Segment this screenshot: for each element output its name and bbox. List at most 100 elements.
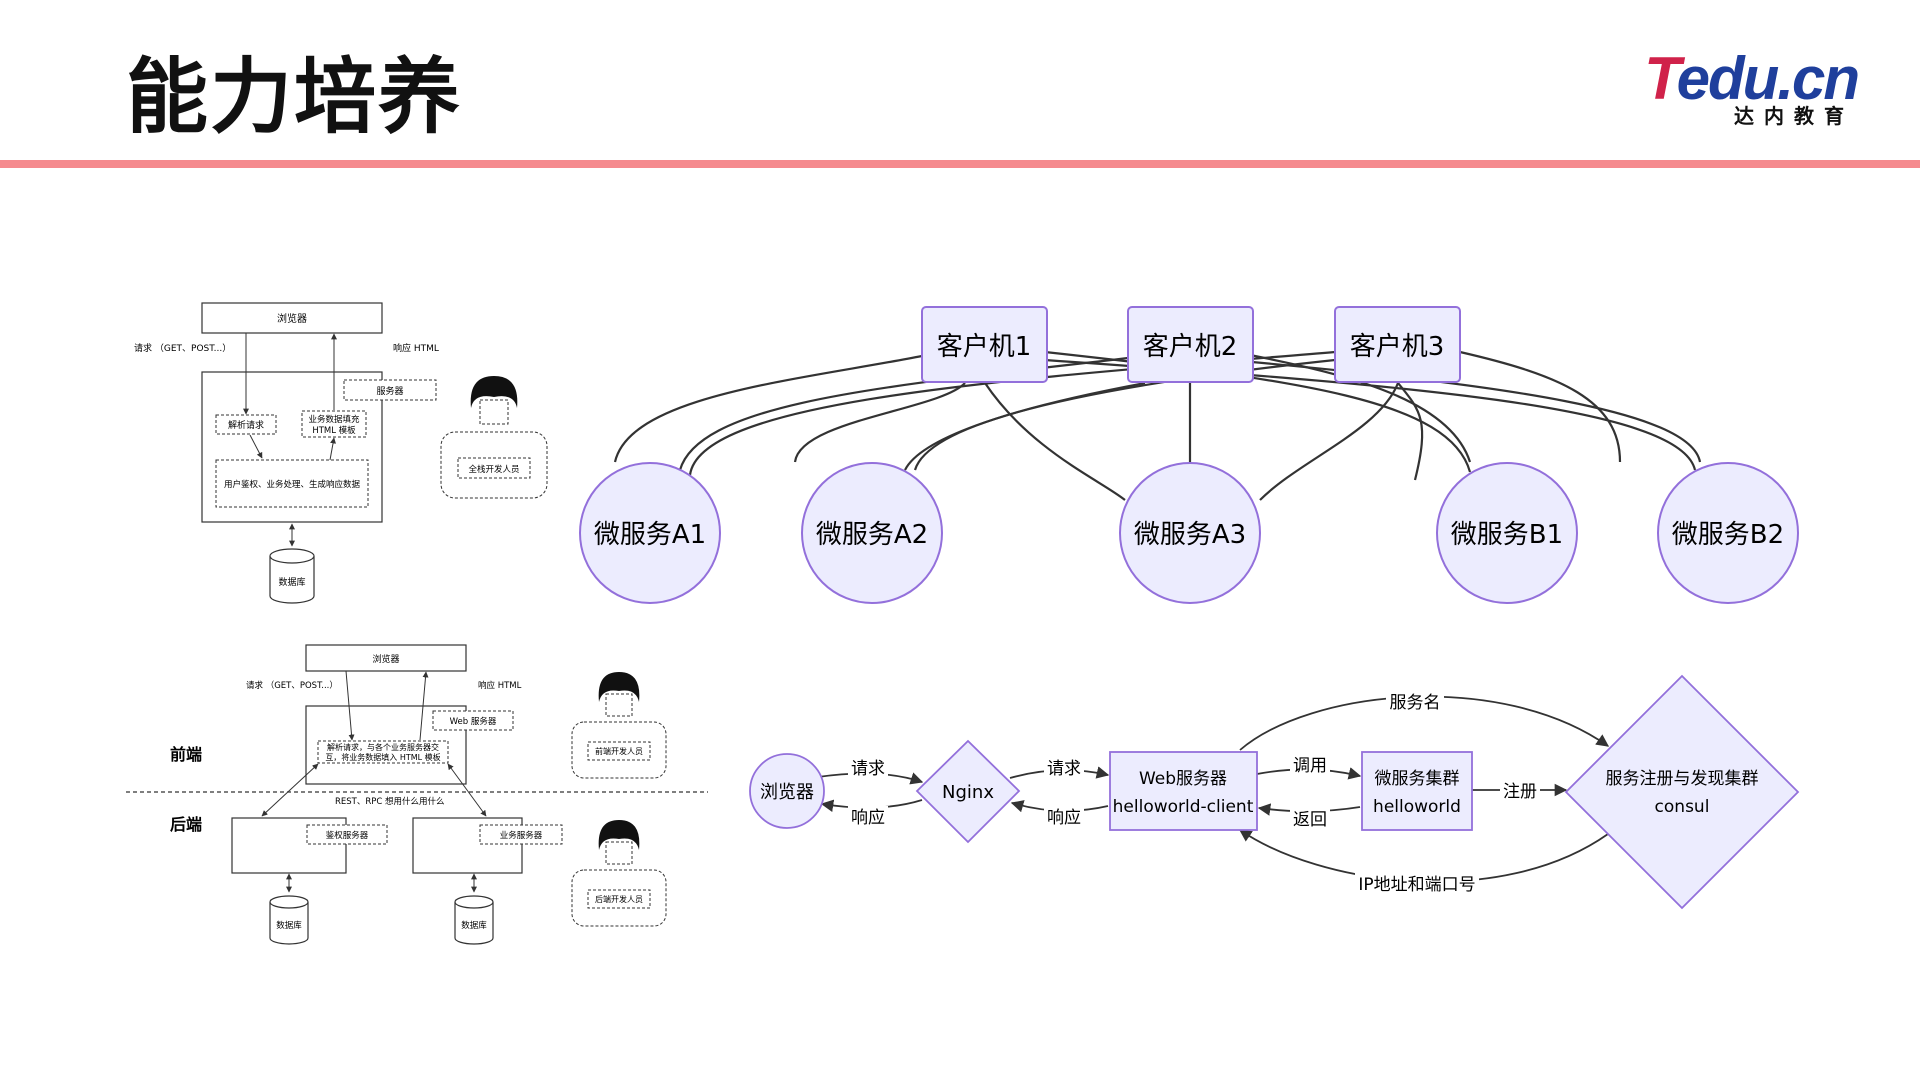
lb-database-icon-1 — [269, 895, 309, 945]
service-node-a1[interactable] — [579, 462, 721, 604]
flow-web-server-label-2: helloworld-client — [1113, 797, 1254, 817]
flow-nginx-node[interactable] — [915, 739, 1021, 844]
flow-consul-node[interactable] — [1564, 674, 1800, 910]
lt-server-label: 服务器 — [376, 385, 403, 397]
flow-nginx-label: Nginx — [942, 782, 994, 803]
lb-request-label: 请求 （GET、POST...） — [246, 680, 338, 691]
flow-label-call: 调用 — [1293, 756, 1327, 776]
mesh-edge-c2-b1 — [1249, 353, 1472, 463]
service-label-b2: 微服务B2 — [1672, 520, 1784, 550]
lt-developer-person-icon — [440, 376, 548, 499]
flow-cluster-label-2: helloworld — [1373, 797, 1461, 817]
lt-database-icon — [269, 548, 315, 604]
lb-db1-label: 数据库 — [276, 920, 302, 931]
service-node-b2[interactable] — [1657, 462, 1799, 604]
client-node-1[interactable] — [921, 306, 1048, 383]
client-microservice-mesh-diagram: 客户机1 客户机2 客户机3 微服务A1 微服务A2 微服务A3 微服务B1 微… — [579, 306, 1799, 604]
lt-parse-box — [215, 414, 277, 435]
flow-web-server-node[interactable] — [1109, 751, 1258, 831]
flow-label-request-2: 请求 — [1047, 759, 1081, 779]
lb-db2-label: 数据库 — [461, 920, 487, 931]
flow-browser-label: 浏览器 — [760, 782, 814, 803]
lb-auth-server-label: 鉴权服务器 — [326, 830, 369, 841]
service-label-a1: 微服务A1 — [594, 520, 706, 550]
logo-wordmark: Tedu.cn — [1644, 44, 1860, 113]
lt-browser-label: 浏览器 — [277, 312, 307, 325]
lt-fill-label-2: HTML 模板 — [312, 425, 356, 436]
lb-frontend-dev-label: 前端开发人员 — [595, 746, 643, 756]
mesh-edge-c1-a2 — [793, 382, 966, 463]
lt-process-box — [215, 459, 369, 508]
flow-label-register: 注册 — [1503, 782, 1537, 802]
tedu-logo: Tedu.cn 达内教育 — [1628, 44, 1860, 128]
lb-backend-label: 后端 — [170, 815, 202, 834]
client-label-2: 客户机2 — [1143, 332, 1238, 362]
lb-frontend-label: 前端 — [170, 745, 202, 764]
frontend-backend-architecture-diagram: 浏览器 请求 （GET、POST...） 响应 HTML Web 服务器 解析请… — [126, 644, 708, 945]
lt-fill-box — [301, 410, 367, 438]
lt-db-label: 数据库 — [278, 576, 305, 588]
flow-label-ip-port: IP地址和端口号 — [1358, 875, 1475, 895]
lb-biz-server-label: 业务服务器 — [500, 830, 543, 841]
lt-fill-label-1: 业务数据填充 — [308, 414, 360, 425]
lt-process-label: 用户鉴权、业务处理、生成响应数据 — [224, 479, 361, 490]
service-label-a3: 微服务A3 — [1134, 520, 1246, 550]
flow-label-response-1: 响应 — [851, 808, 885, 828]
lt-response-label: 响应 HTML — [393, 342, 439, 354]
lb-response-label: 响应 HTML — [478, 680, 522, 691]
client-label-3: 客户机3 — [1350, 332, 1445, 362]
service-label-b1: 微服务B1 — [1451, 520, 1563, 550]
lb-auth-server-tag — [306, 824, 388, 845]
service-node-a2[interactable] — [801, 462, 943, 604]
mesh-edge-c1-a1 — [613, 354, 923, 463]
lb-front-logic-label-1: 解析请求，与各个业务服务器交 — [327, 742, 439, 752]
lb-rest-label: REST、RPC 想用什么用什么 — [335, 796, 445, 807]
lb-frontend-dev-person-icon — [571, 672, 667, 779]
mesh-edge-c1-a3 — [984, 382, 1126, 501]
logo-letter-t: T — [1644, 45, 1678, 112]
mesh-edge-c3-b1 — [1397, 382, 1424, 481]
flow-label-service-name: 服务名 — [1390, 693, 1441, 713]
lb-biz-server-tag — [479, 824, 563, 845]
lt-request-label: 请求 （GET、POST...） — [134, 342, 231, 354]
lt-browser-box — [201, 302, 383, 334]
monolith-architecture-diagram: 浏览器 请求 （GET、POST...） 响应 HTML 服务器 解析请求 业务… — [134, 302, 548, 604]
mesh-edge-c2-b2 — [1251, 360, 1702, 463]
lt-parse-label: 解析请求 — [228, 419, 264, 431]
client-label-1: 客户机1 — [937, 332, 1032, 362]
lb-browser-box — [305, 644, 467, 672]
flow-label-request-1: 请求 — [851, 759, 885, 779]
lb-database-icon-2 — [454, 895, 494, 945]
flow-cluster-label-1: 微服务集群 — [1375, 769, 1460, 789]
logo-subtitle: 达内教育 — [1734, 104, 1854, 128]
lb-arrow-request — [345, 670, 355, 741]
lt-server-tag — [343, 379, 437, 401]
flow-web-server-label-1: Web服务器 — [1139, 769, 1227, 789]
client-node-2[interactable] — [1127, 306, 1254, 383]
flow-label-return: 返回 — [1293, 810, 1327, 830]
flow-browser-node[interactable] — [749, 753, 825, 829]
flow-cluster-node[interactable] — [1361, 751, 1473, 831]
lb-web-server-tag — [432, 710, 514, 731]
lb-browser-label: 浏览器 — [372, 653, 399, 665]
lb-web-server-label: Web 服务器 — [450, 716, 497, 727]
header-divider — [0, 160, 1920, 168]
lb-arrow-biz — [447, 763, 487, 817]
flow-consul-label-2: consul — [1655, 797, 1710, 817]
lb-backend-dev-person-icon — [571, 820, 667, 927]
mesh-edge-c3-a3 — [1259, 382, 1400, 501]
client-node-3[interactable] — [1334, 306, 1461, 383]
logo-wordmark-rest: edu.cn — [1676, 45, 1860, 112]
page-title: 能力培养 — [126, 50, 463, 145]
mesh-edge-c3-b2 — [1459, 350, 1622, 463]
service-node-b1[interactable] — [1436, 462, 1578, 604]
lb-arrow-auth — [261, 763, 319, 817]
lt-arrow-parse-process — [249, 434, 263, 459]
lb-backend-dev-label: 后端开发人员 — [595, 894, 643, 904]
flow-consul-label-1: 服务注册与发现集群 — [1606, 769, 1759, 789]
service-node-a3[interactable] — [1119, 462, 1261, 604]
service-label-a2: 微服务A2 — [816, 520, 928, 550]
service-discovery-flow-diagram: 浏览器 Nginx Web服务器 helloworld-client 微服务集群… — [749, 674, 1800, 910]
flow-label-response-2: 响应 — [1047, 808, 1081, 828]
